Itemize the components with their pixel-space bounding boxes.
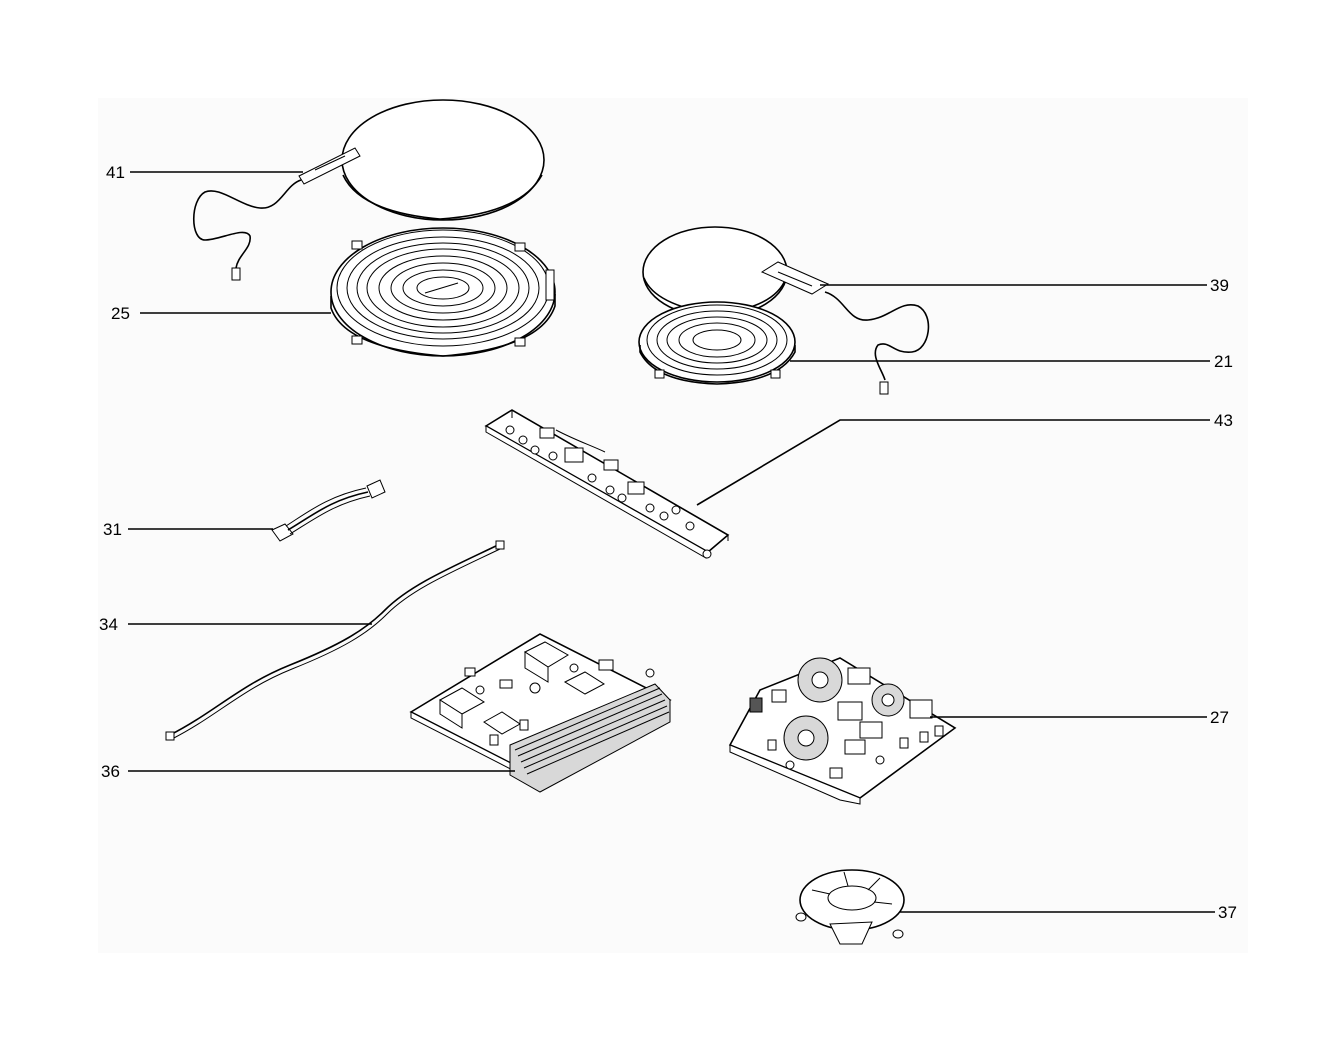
callout-25: 25 <box>111 304 130 323</box>
part-34-long-cable[interactable] <box>165 540 505 741</box>
part-21-small-coil[interactable] <box>638 301 796 385</box>
callout-41: 41 <box>106 163 125 182</box>
part-31-wiring-harness[interactable] <box>271 479 386 542</box>
part-39-sensor-disc[interactable] <box>642 226 930 395</box>
part-36-power-board[interactable] <box>409 633 672 793</box>
callout-34: 34 <box>99 615 118 634</box>
callout-39: 39 <box>1210 276 1229 295</box>
part-37-ferrite-holder[interactable] <box>795 869 905 945</box>
leader-43 <box>696 419 1210 506</box>
callout-36: 36 <box>101 762 120 781</box>
callout-37: 37 <box>1218 903 1237 922</box>
part-41-sensor-disc[interactable] <box>193 99 545 281</box>
part-25-large-coil[interactable] <box>330 227 556 357</box>
part-43-control-board[interactable] <box>484 409 730 559</box>
callout-21: 21 <box>1214 352 1233 371</box>
leader-lines <box>128 171 1215 913</box>
callout-labels: 41 25 39 21 43 31 34 36 27 37 <box>99 163 1237 922</box>
callout-27: 27 <box>1210 708 1229 727</box>
callout-31: 31 <box>103 520 122 539</box>
part-27-filter-board[interactable] <box>728 657 957 805</box>
callout-43: 43 <box>1214 411 1233 430</box>
